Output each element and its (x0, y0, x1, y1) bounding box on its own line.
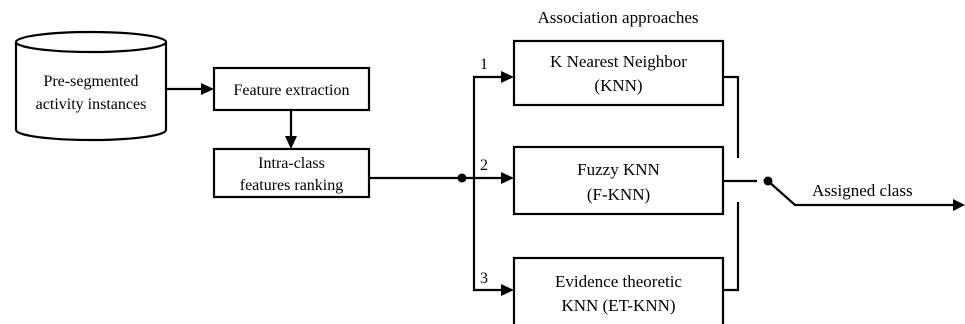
branch-2-label: 2 (480, 157, 488, 174)
ranking-label-line1: Intra-class (258, 155, 325, 172)
arrowhead-source-to-extraction (201, 83, 214, 95)
knn-box: K Nearest Neighbor (KNN) (512, 39, 725, 107)
ranking-label-line2: features ranking (240, 177, 344, 194)
etknn-label-line1: Evidence theoretic (555, 272, 682, 291)
knn-label-line1: K Nearest Neighbor (550, 52, 687, 71)
fknn-label-line2: (F-KNN) (587, 185, 650, 204)
source-database: Pre-segmented activity instances (14, 30, 168, 142)
output-label: Assigned class (812, 181, 913, 200)
etknn-box: Evidence theoretic KNN (ET-KNN) (512, 256, 725, 324)
branch-3-line (472, 178, 503, 292)
output-arrowhead (953, 199, 965, 211)
fknn-label-line1: Fuzzy KNN (577, 160, 660, 179)
feature-extraction-box: Feature extraction (212, 66, 371, 112)
knn-label-line2: (KNN) (594, 76, 642, 95)
feature-extraction-label: Feature extraction (234, 82, 350, 99)
source-label-line1: Pre-segmented (43, 73, 138, 90)
switch-output-line (767, 180, 955, 207)
branch-1-line (462, 75, 503, 180)
etknn-output-line (723, 202, 740, 292)
fknn-box: Fuzzy KNN (F-KNN) (512, 145, 725, 216)
branch-1-label: 1 (480, 56, 488, 73)
arrowhead-extraction-to-ranking (285, 136, 297, 149)
diagram-title: Association approaches (538, 8, 699, 27)
branch-2-arrowhead (501, 172, 514, 184)
branch-1-arrowhead (501, 71, 514, 83)
knn-output-line (723, 75, 740, 158)
branch-3-label: 3 (480, 270, 488, 287)
branch-3-arrowhead (501, 284, 514, 296)
etknn-label-line2: KNN (ET-KNN) (561, 296, 675, 315)
source-label-line2: activity instances (36, 96, 147, 113)
ranking-box: Intra-class features ranking (212, 147, 371, 199)
